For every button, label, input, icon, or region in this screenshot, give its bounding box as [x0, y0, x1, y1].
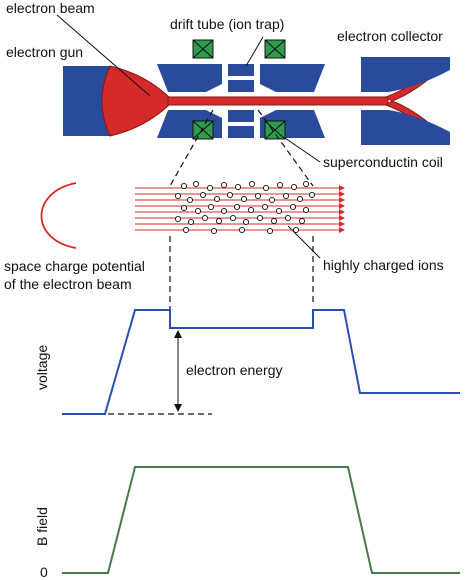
bfield-curve — [62, 466, 460, 574]
label-space-charge-line2: of the electron beam — [4, 276, 132, 292]
zoom-guides — [169, 109, 314, 320]
axis-label-voltage: voltage — [34, 344, 50, 390]
voltage-curve — [62, 309, 460, 415]
label-electron-beam: electron beam — [6, 0, 95, 16]
label-electron-gun: electron gun — [6, 44, 84, 60]
space-charge-curve — [40, 182, 77, 249]
axis-zero-label: 0 — [40, 564, 48, 580]
electron-gun — [63, 65, 171, 137]
ion-cloud — [174, 180, 316, 235]
coil-top-right — [264, 39, 286, 59]
label-electron-energy: electron energy — [186, 362, 283, 378]
superconducting-coils — [192, 39, 286, 140]
drift-tube — [157, 64, 325, 138]
electron-collector — [361, 57, 450, 145]
coil-top-left — [192, 39, 214, 59]
label-electron-collector: electron collector — [337, 28, 443, 44]
coil-bottom-left — [192, 120, 214, 140]
label-drift-tube: drift tube (ion trap) — [170, 16, 285, 32]
axis-label-b-field: B field — [34, 507, 50, 546]
label-superconducting-coil: superconductin coil — [323, 154, 443, 170]
coil-bottom-right — [264, 120, 286, 140]
label-highly-charged-ions: highly charged ions — [323, 257, 444, 273]
label-space-charge-line1: space charge potential — [4, 258, 145, 274]
